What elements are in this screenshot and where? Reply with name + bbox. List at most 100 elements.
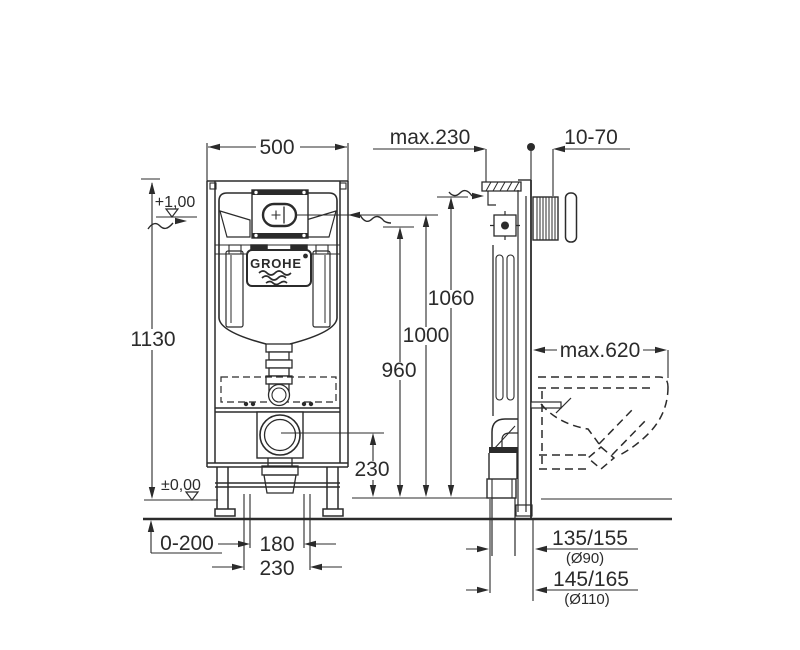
arrowhead-icon: [147, 520, 155, 532]
floor-lines: [143, 497, 672, 521]
level-label-floor: ±0,00: [161, 477, 201, 494]
rod-end-icon: [308, 401, 314, 407]
break-squiggle-icon: [448, 189, 473, 197]
dim-label-width: 500: [259, 136, 294, 159]
front-view: [206, 180, 384, 517]
dim-label-foot-adjust: 0-200: [160, 532, 214, 555]
dim-bowl-projection: [533, 346, 669, 378]
level-mark-floor: [144, 491, 218, 501]
crosshair-icon: [271, 210, 281, 220]
flush-actuator-side: [532, 192, 578, 243]
outlet-bend: [259, 414, 301, 456]
ribs: [536, 197, 556, 240]
dim-label-height: 1130: [130, 328, 175, 351]
arrowhead-icon: [553, 145, 565, 153]
break-squiggle-icon: [147, 222, 174, 230]
axis-lines: [296, 189, 484, 228]
dim-label-drain90-dia: (Ø90): [566, 550, 604, 567]
flush-plate: [251, 189, 309, 239]
wall-bracket: [481, 181, 522, 192]
dim-label-drain110-dia: (Ø110): [564, 591, 610, 608]
dim-label-drain110: 145/165: [553, 568, 629, 591]
dim-label-h1060: 1060: [428, 287, 475, 310]
dim-label-bend-height: 230: [354, 458, 389, 481]
side-panel: [312, 250, 331, 328]
rod-end-icon: [301, 401, 307, 407]
cistern: [215, 192, 340, 393]
service-opening: [220, 376, 337, 403]
drain-pipe-below-floor: [491, 498, 516, 556]
dim-label-spacing-outer: 230: [259, 557, 294, 580]
dim-outlet-spacing: [212, 494, 342, 571]
arrowhead-icon: [148, 182, 156, 194]
arrowhead-icon: [422, 485, 430, 497]
arrowhead-icon: [447, 197, 455, 209]
arrowhead-icon: [535, 545, 547, 553]
level-mark-upper: [147, 208, 197, 230]
rod-end-icon: [250, 401, 256, 407]
arrowhead-icon: [175, 217, 187, 225]
arrowhead-icon: [533, 346, 545, 354]
dim-foot-adjust: [147, 520, 222, 554]
grohe-badge: [246, 249, 312, 287]
clip: [315, 244, 329, 255]
water-inlet-left: [219, 210, 251, 238]
corner-screw-icon: [339, 182, 347, 190]
dim-label-drain90: 135/155: [552, 527, 628, 550]
screw-icon: [302, 190, 306, 195]
break-squiggle-icon: [359, 214, 392, 224]
label-backplates: [129, 290, 474, 480]
gasket: [489, 447, 518, 453]
level-baseline: [352, 497, 672, 500]
outlet-assembly: [220, 376, 384, 494]
arrowhead-icon: [447, 485, 455, 497]
pipe-coupler: [486, 478, 517, 499]
arrowhead-icon: [477, 545, 489, 553]
arrowhead-icon: [304, 540, 316, 548]
flush-plate-side: [564, 192, 578, 243]
level-label-upper: +1,00: [155, 194, 196, 211]
arrowhead-icon: [232, 563, 244, 571]
arrowhead-icon: [238, 540, 250, 548]
outlet-funnel: [263, 474, 297, 494]
dim-label-h960: 960: [381, 359, 416, 382]
arrowhead-icon: [474, 145, 486, 153]
hatch: [485, 181, 520, 192]
brand-logo-text: GROHE: [250, 256, 302, 271]
drain-elbow: [486, 397, 572, 556]
arrowhead-icon: [472, 192, 484, 200]
arrowhead-icon: [477, 586, 489, 594]
dim-label-bowl-projection: max.620: [560, 339, 641, 362]
level-triangle-icon: [164, 208, 180, 218]
dim-top-offset: [373, 145, 487, 182]
dim-drain-distances: [466, 499, 638, 601]
arrowhead-icon: [535, 586, 547, 594]
dim-wall-range: [527, 143, 630, 196]
foot-plate: [214, 508, 236, 517]
side-panel: [225, 250, 244, 328]
screw-icon: [254, 233, 258, 238]
rod-end-icon: [243, 401, 249, 407]
arrowhead-icon: [335, 143, 347, 151]
corner-screw-icon: [209, 182, 217, 190]
level-triangle-icon: [184, 491, 200, 501]
arrowhead-icon: [396, 227, 404, 239]
arrowhead-icon: [369, 433, 377, 445]
arrowhead-icon: [396, 485, 404, 497]
arrowhead-icon: [369, 485, 377, 497]
bowl-trap: [586, 446, 616, 470]
dim-label-h1000: 1000: [403, 324, 450, 347]
arrowhead-icon: [310, 563, 322, 571]
side-frame: [481, 179, 533, 518]
labels: 500 1130 +1,00 ±0,00 0-200 180 230 230 9…: [130, 126, 640, 608]
dim-install-heights: [396, 197, 455, 497]
arrowhead-icon: [422, 215, 430, 227]
wave-icon: [258, 270, 292, 276]
wc-bowl-outline: [538, 376, 669, 470]
dim-label-wall-range: 10-70: [564, 126, 618, 149]
lower-rail: [215, 482, 340, 488]
arrowhead-icon: [208, 143, 220, 151]
arrowhead-icon: [655, 346, 667, 354]
